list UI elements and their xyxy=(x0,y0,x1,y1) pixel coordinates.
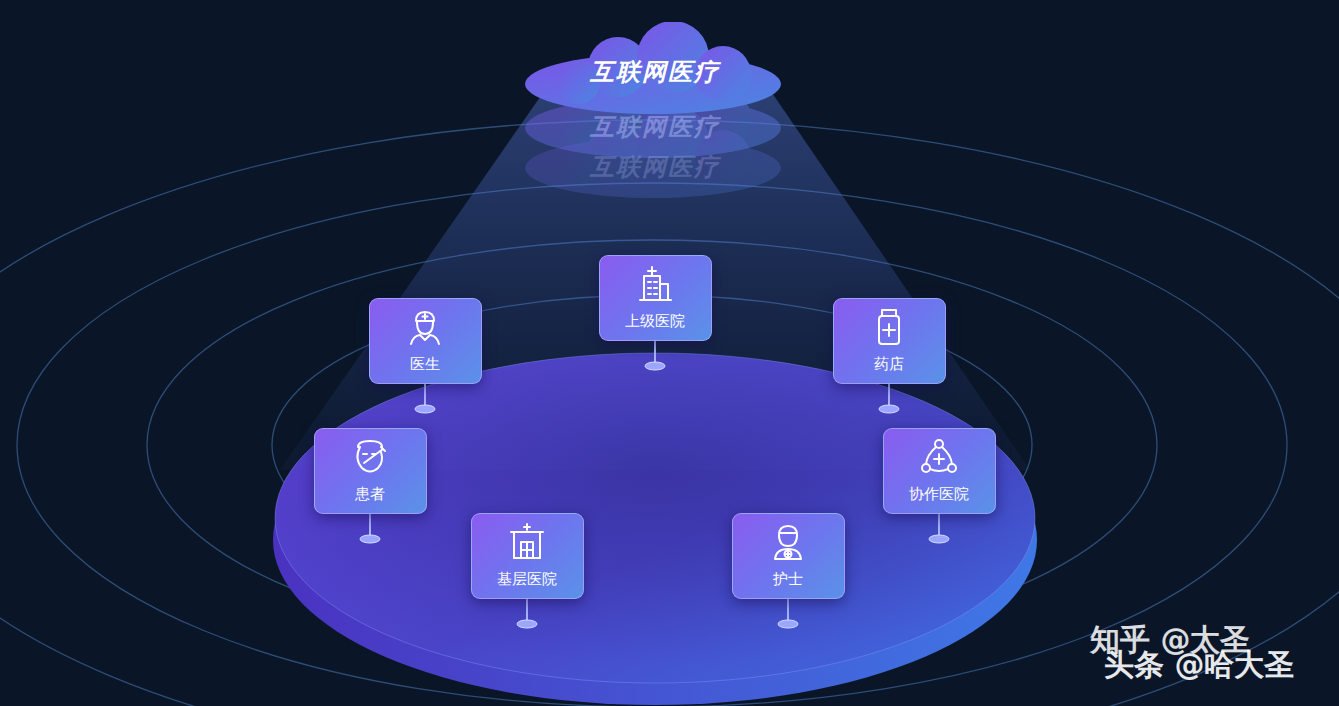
role-box: 护士 xyxy=(732,513,845,599)
node-label: 护士 xyxy=(773,570,803,588)
node-label: 医生 xyxy=(410,355,440,373)
role-box: 患者 xyxy=(314,428,427,514)
stand xyxy=(929,514,949,543)
cloud-node: 互联网医疗 xyxy=(523,22,788,117)
stand xyxy=(778,599,798,628)
icon xyxy=(507,522,547,562)
icon xyxy=(405,307,445,347)
stand xyxy=(360,514,380,543)
icon xyxy=(350,437,390,477)
node-label: 互联网医疗 xyxy=(590,56,720,88)
icon xyxy=(768,522,808,562)
role-box: 医生 xyxy=(369,298,482,384)
icon xyxy=(919,437,959,477)
node-label: 上级医院 xyxy=(625,312,685,330)
stand xyxy=(415,384,435,413)
stand xyxy=(645,341,665,370)
node-label: 药店 xyxy=(874,355,904,373)
icon xyxy=(869,307,909,347)
cloud-reflection-text: 互联网医疗 xyxy=(590,111,720,143)
pharmacy-box: 药店 xyxy=(833,298,946,384)
stand xyxy=(517,599,537,628)
node-label: 协作医院 xyxy=(909,485,969,503)
hospital-box: 上级医院 xyxy=(599,255,712,341)
watermark: 头条 @哈大圣 xyxy=(1104,645,1294,686)
node-label: 患者 xyxy=(355,485,385,503)
icon xyxy=(635,264,675,304)
hospital-box: 协作医院 xyxy=(883,428,996,514)
hospital-box: 基层医院 xyxy=(471,513,584,599)
stand xyxy=(879,384,899,413)
node-label: 基层医院 xyxy=(497,570,557,588)
cloud-reflection-text: 互联网医疗 xyxy=(590,151,720,183)
